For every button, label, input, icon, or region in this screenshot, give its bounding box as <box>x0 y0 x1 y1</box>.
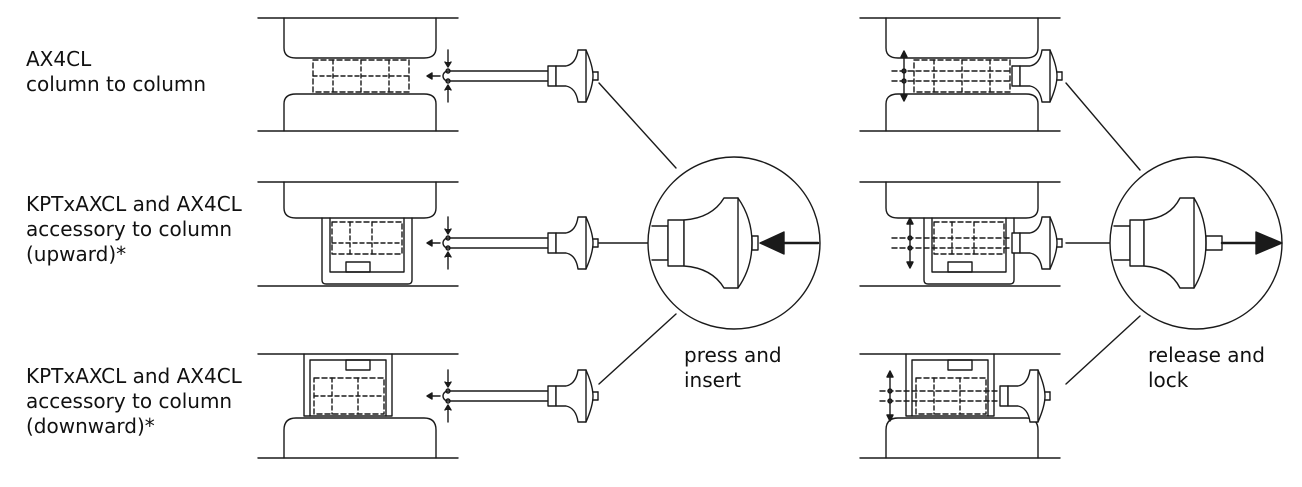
row3-before <box>257 353 599 459</box>
row2-label: KPTxAXCL and AX4CL accessory to column (… <box>26 192 242 266</box>
row3-after <box>859 353 1061 459</box>
row1-before <box>257 17 599 132</box>
release-arrow-icon <box>1255 231 1283 255</box>
press-label: press and insert <box>684 343 782 392</box>
row2-after <box>859 181 1063 287</box>
press-detail <box>598 82 821 385</box>
row2-before <box>257 181 599 287</box>
row1-label: AX4CL column to column <box>26 47 207 96</box>
press-arrow-icon <box>759 231 785 255</box>
row3-label: KPTxAXCL and AX4CL accessory to column (… <box>26 364 242 438</box>
release-label: release and lock <box>1148 343 1265 392</box>
row1-after <box>859 17 1063 132</box>
release-detail <box>1065 82 1283 385</box>
